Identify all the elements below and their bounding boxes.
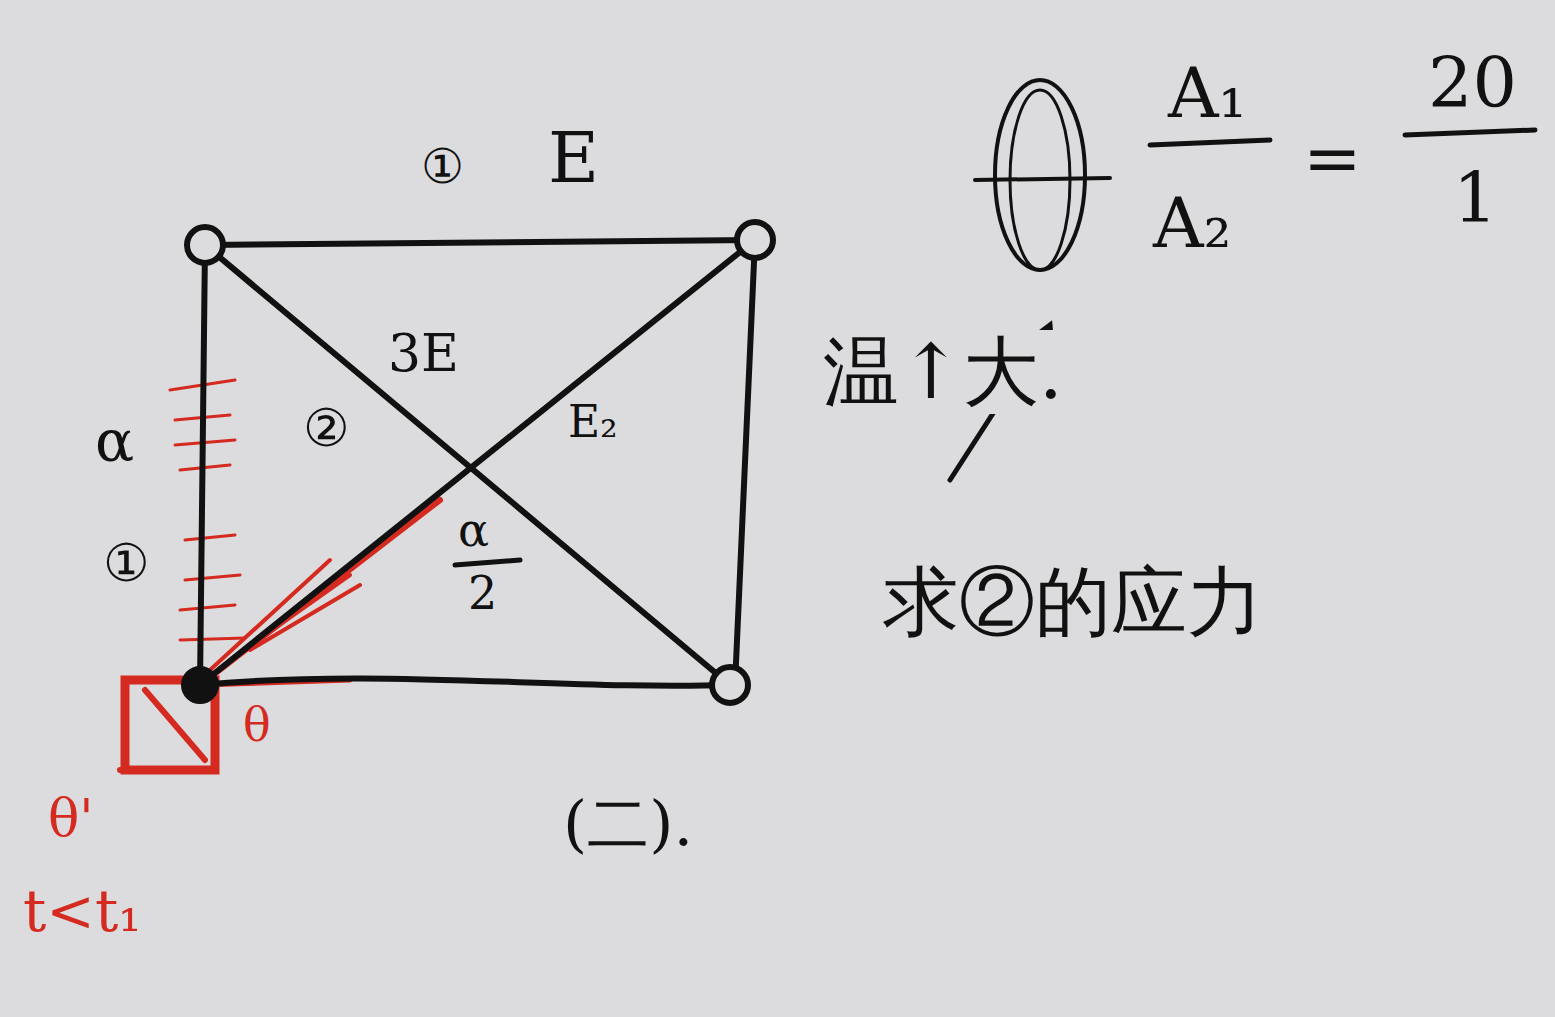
member-number: ② xyxy=(300,400,353,457)
member-number: ① xyxy=(418,140,467,193)
angle-label: θ xyxy=(240,700,274,751)
note-text: 求②的应力 xyxy=(880,560,1266,644)
angle-label: α xyxy=(455,505,492,556)
area-label: A₂ xyxy=(1150,185,1235,262)
ratio-value: 1 xyxy=(1450,160,1501,237)
modulus-label: E₂ xyxy=(565,398,621,446)
angle-label: α xyxy=(92,410,137,474)
area-label: A₁ xyxy=(1165,55,1250,132)
modulus-label: 3E xyxy=(385,325,462,382)
note-text: 温↑大. xyxy=(820,330,1066,414)
modulus-label: E xyxy=(545,120,602,197)
equals-sign: = xyxy=(1300,120,1365,197)
angle-label: θ' xyxy=(45,790,97,847)
condition-note: t<t₁ xyxy=(20,880,144,944)
member-number: ① xyxy=(100,535,153,592)
part-number: (二). xyxy=(560,790,696,858)
angle-label: 2 xyxy=(465,568,500,619)
ratio-value: 20 xyxy=(1425,45,1520,122)
